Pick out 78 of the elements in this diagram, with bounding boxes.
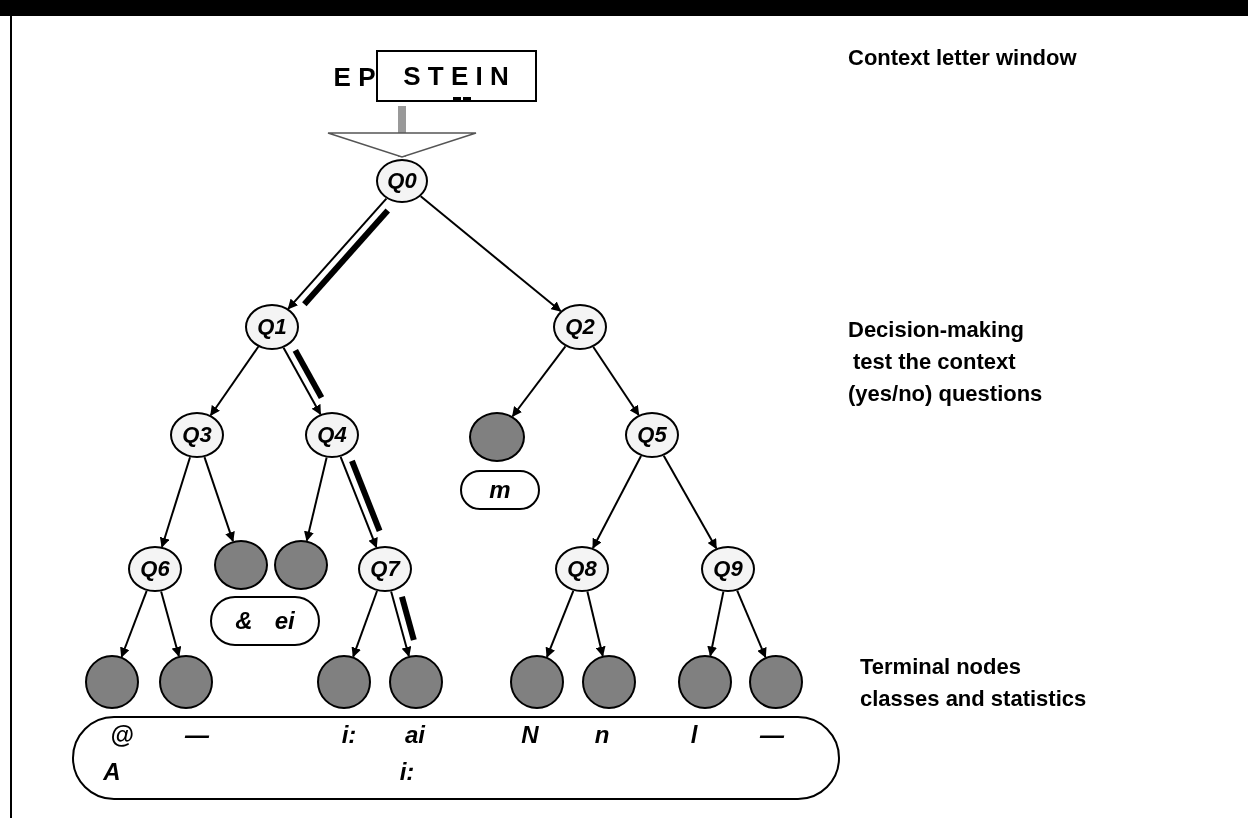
highlighted-path-stripe bbox=[302, 208, 390, 307]
question-label: Q4 bbox=[317, 422, 347, 448]
arrow bbox=[159, 456, 192, 548]
highlighted-path-stripe bbox=[399, 595, 417, 641]
phoneme-label: n bbox=[593, 721, 611, 749]
annotation-text: classes and statistics bbox=[860, 685, 1088, 713]
terminal-node bbox=[469, 412, 525, 462]
annotation-text: test the context bbox=[853, 348, 1017, 376]
question-label: Q0 bbox=[387, 168, 417, 194]
terminal-node bbox=[678, 655, 732, 709]
arrow bbox=[351, 589, 379, 658]
phoneme-label: N bbox=[520, 721, 540, 749]
question-label: Q8 bbox=[567, 556, 597, 582]
question-node bbox=[553, 304, 607, 350]
terminal-node bbox=[749, 655, 803, 709]
question-label: Q2 bbox=[565, 314, 595, 340]
arrow bbox=[120, 589, 148, 658]
question-node bbox=[625, 412, 679, 458]
annotation-text: (yes/no) questions bbox=[848, 380, 1044, 408]
terminal-node bbox=[317, 655, 371, 709]
class-label-box bbox=[210, 596, 320, 646]
highlighted-path-stripe bbox=[292, 348, 325, 400]
phoneme-label: l bbox=[689, 721, 699, 749]
arrow bbox=[662, 454, 718, 550]
question-node bbox=[245, 304, 299, 350]
question-label: Q7 bbox=[370, 556, 400, 582]
terminal-node bbox=[389, 655, 443, 709]
phoneme-label: & bbox=[235, 607, 253, 635]
terminal-node bbox=[85, 655, 139, 709]
arrow bbox=[203, 456, 235, 543]
question-label: Q9 bbox=[713, 556, 743, 582]
annotation-text: Terminal nodes bbox=[860, 653, 1022, 681]
arrow bbox=[304, 456, 328, 542]
arrow bbox=[586, 590, 606, 657]
class-label-box bbox=[460, 470, 540, 510]
question-node bbox=[376, 159, 428, 203]
annotation-text: Decision-making bbox=[848, 316, 1026, 344]
question-label: Q5 bbox=[637, 422, 667, 448]
terminal-node bbox=[510, 655, 564, 709]
arrow bbox=[282, 346, 322, 416]
phoneme-label: — bbox=[758, 721, 785, 749]
terminal-node bbox=[214, 540, 268, 590]
arrow bbox=[592, 346, 640, 416]
arrow bbox=[209, 345, 260, 417]
phoneme-label: m bbox=[489, 476, 511, 504]
arrow bbox=[339, 455, 378, 549]
arrow bbox=[390, 590, 412, 657]
arrow bbox=[287, 197, 388, 310]
phoneme-label: i: bbox=[398, 758, 416, 786]
phoneme-label: — bbox=[183, 721, 210, 749]
question-label: Q6 bbox=[140, 556, 170, 582]
question-label: Q3 bbox=[182, 422, 212, 448]
phoneme-label: ei bbox=[274, 607, 295, 635]
highlighted-path-stripe bbox=[349, 459, 383, 532]
letter-context-text: E P bbox=[333, 62, 376, 93]
question-node bbox=[128, 546, 182, 592]
terminal-node bbox=[159, 655, 213, 709]
arrow bbox=[592, 455, 642, 549]
phoneme-label: A bbox=[102, 758, 122, 786]
question-node bbox=[358, 546, 412, 592]
question-node bbox=[555, 546, 609, 592]
arrow bbox=[419, 195, 562, 313]
question-node bbox=[701, 546, 755, 592]
arrow bbox=[511, 345, 567, 418]
phoneme-label: @ bbox=[109, 721, 135, 749]
phoneme-label: ai bbox=[404, 721, 427, 749]
arrow bbox=[160, 590, 182, 657]
terminal-node bbox=[582, 655, 636, 709]
question-node bbox=[305, 412, 359, 458]
annotation-text: Context letter window bbox=[848, 44, 1078, 72]
arrow bbox=[707, 590, 725, 657]
letter-window-text: S T E I N bbox=[403, 60, 509, 92]
terminal-node bbox=[274, 540, 328, 590]
arrow bbox=[736, 589, 767, 659]
question-label: Q1 bbox=[257, 314, 287, 340]
phoneme-label: i: bbox=[340, 721, 358, 749]
question-node bbox=[170, 412, 224, 458]
arrow bbox=[545, 589, 575, 658]
